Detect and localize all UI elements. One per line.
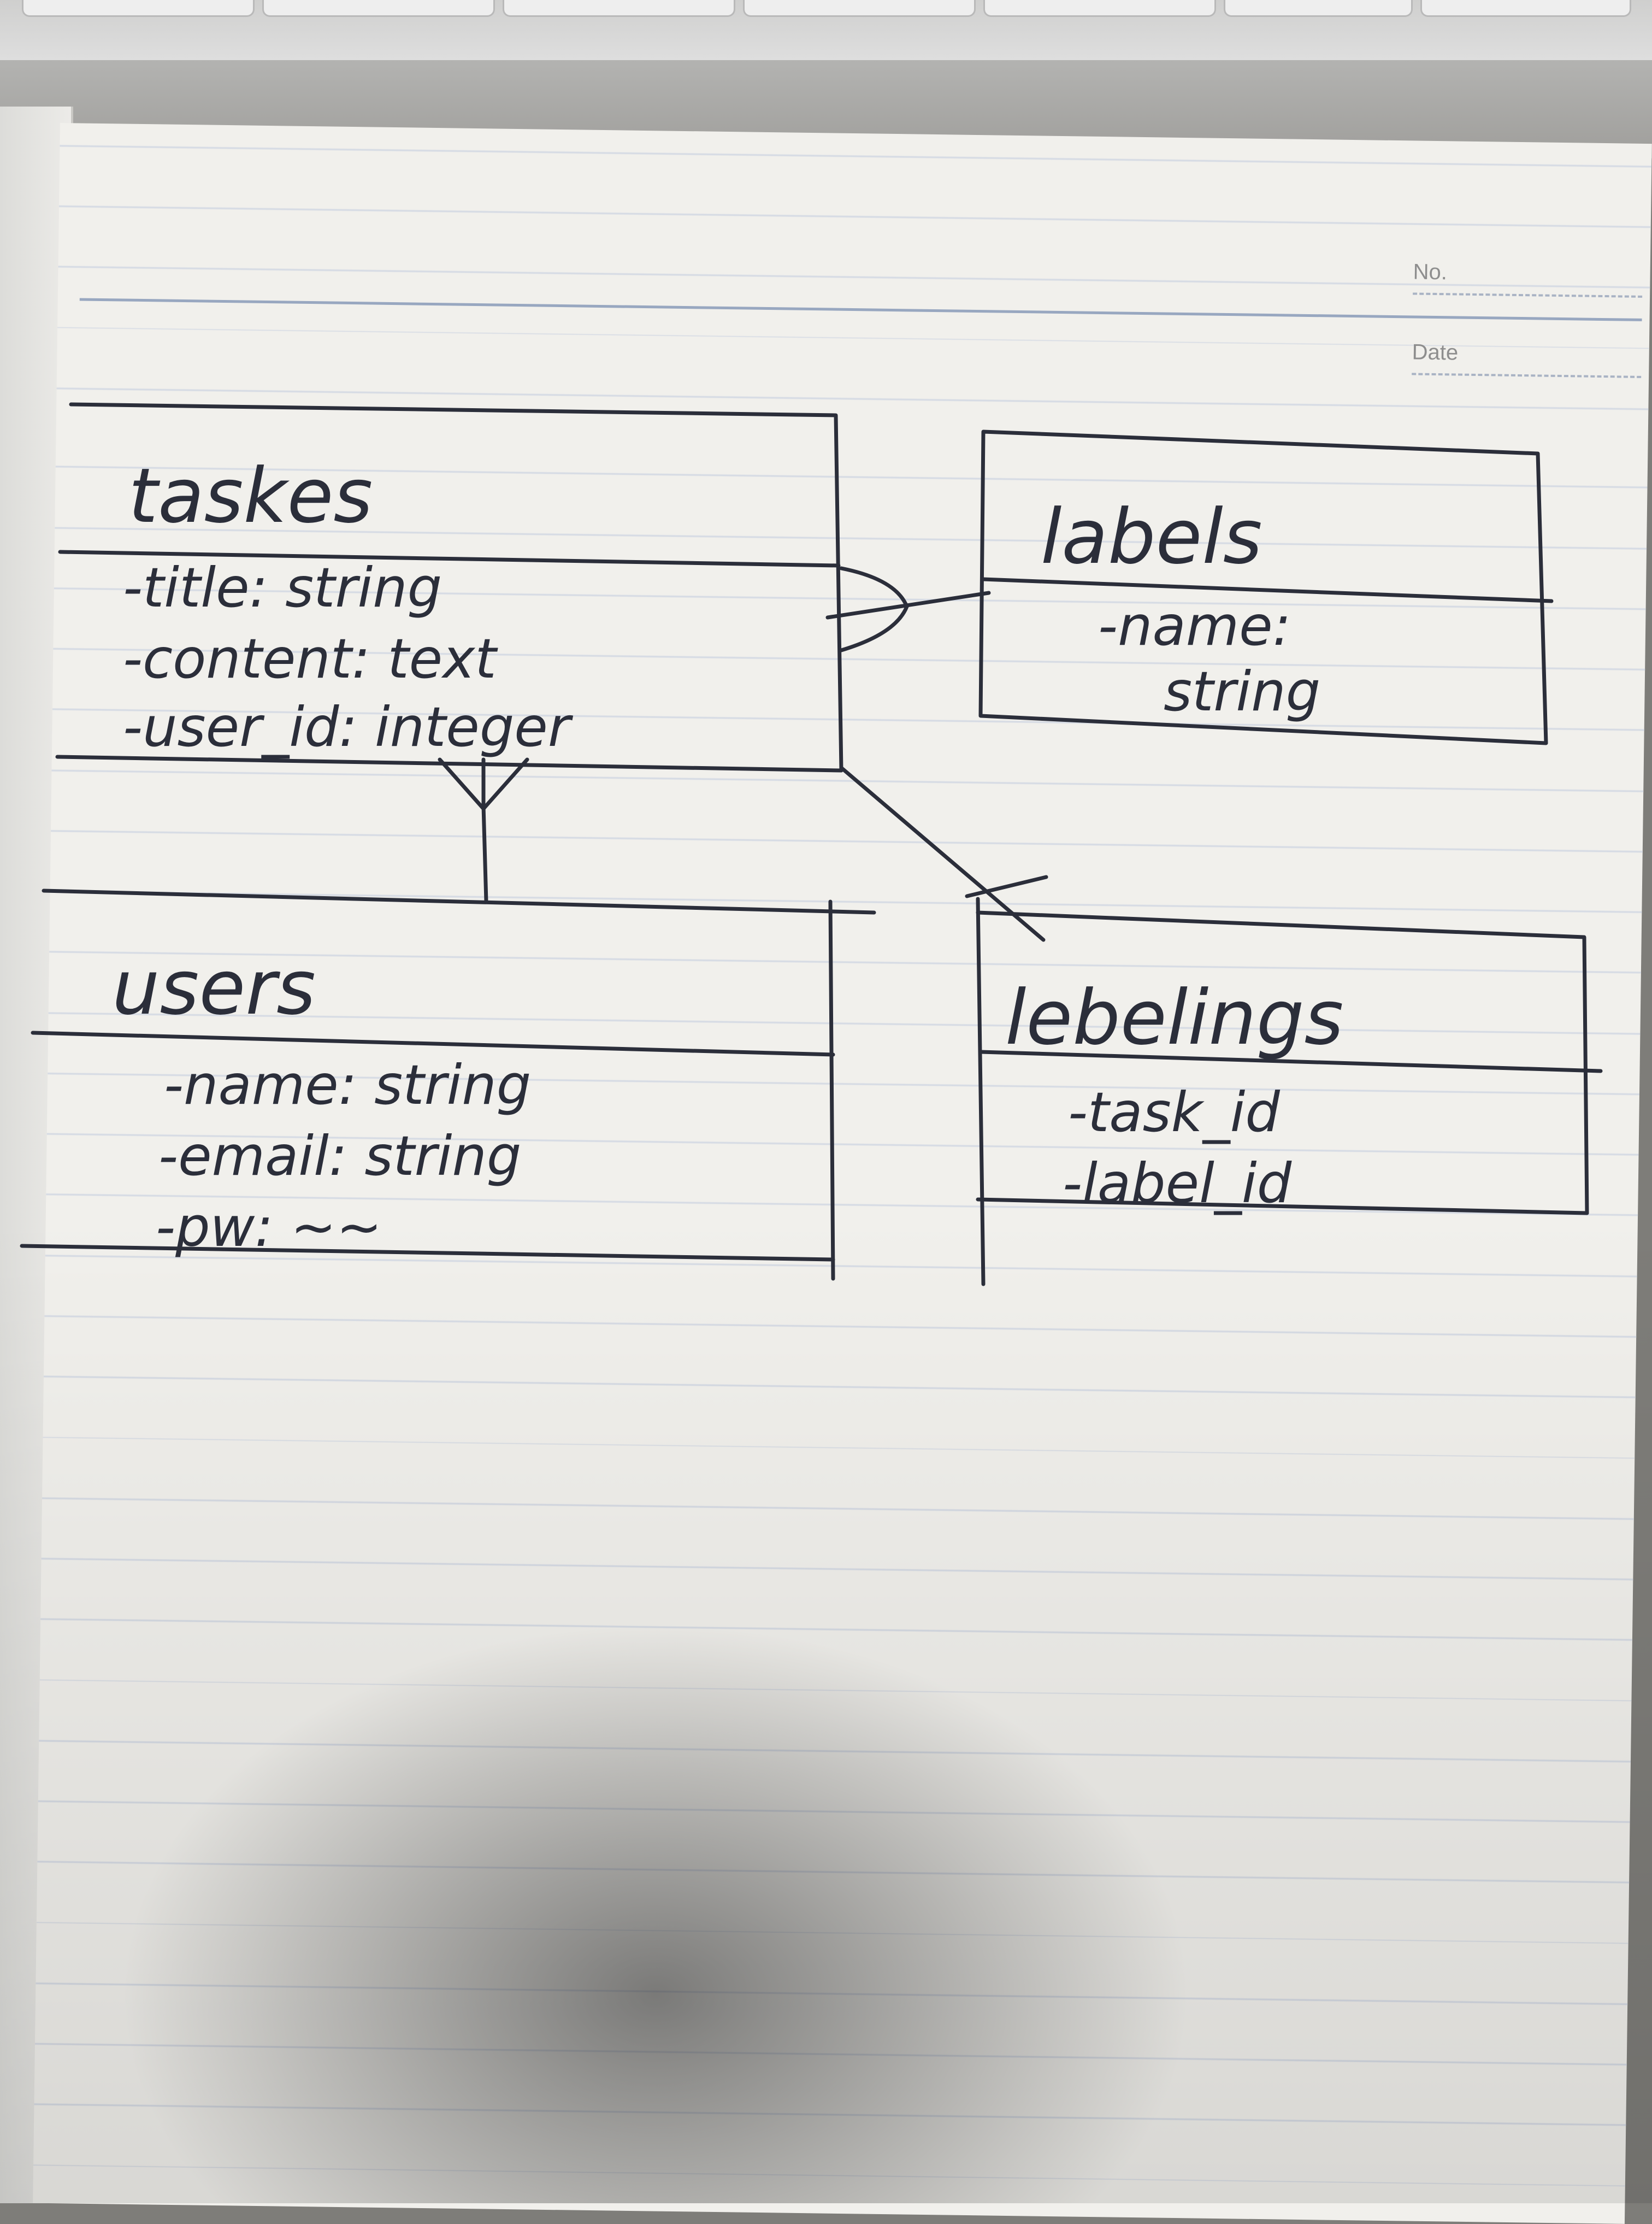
relationship-tasks-labels <box>825 566 991 652</box>
tasks-attr-title: -title: string <box>123 556 442 620</box>
users-attr-pw: -pw: ~~ <box>156 1195 382 1259</box>
users-attr-name: -name: string <box>164 1053 531 1117</box>
tasks-title: taskes <box>128 452 373 540</box>
relationship-users-tasks <box>438 757 529 904</box>
users-bottom-line <box>20 1244 835 1262</box>
entity-tasks: taskes -title: string -content: text -us… <box>55 402 843 773</box>
entity-labels: labels -name: string <box>978 429 1554 745</box>
labels-attr-name: -name: <box>1098 594 1291 658</box>
users-top-line <box>42 889 876 915</box>
labelings-attr-task-id: -task_id <box>1068 1080 1280 1144</box>
labelings-left-line <box>976 897 986 1286</box>
users-right-line <box>828 899 835 1281</box>
users-tasks-line <box>481 804 488 904</box>
labels-attr-type: string <box>1164 660 1320 723</box>
users-tasks-crowfoot <box>438 757 529 811</box>
users-attr-email: -email: string <box>158 1124 521 1188</box>
labelings-title: lebelings <box>1005 974 1343 1062</box>
labels-title: labels <box>1041 493 1262 581</box>
entity-users: users -name: string -email: string -pw: … <box>20 889 876 1281</box>
labelings-attr-label-id: -label_id <box>1063 1151 1292 1215</box>
users-title-divider <box>31 1031 835 1057</box>
entity-labelings: lebelings -task_id -label_id <box>976 897 1603 1286</box>
tasks-attr-content: -content: text <box>123 627 498 691</box>
users-title: users <box>112 944 316 1032</box>
tasks-attr-user-id: -user_id: integer <box>123 695 574 759</box>
